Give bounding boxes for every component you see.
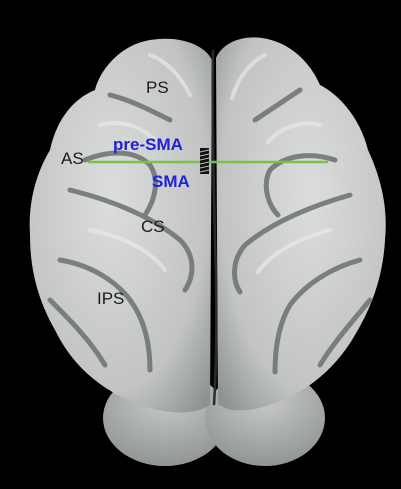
label-pre-sma: pre-SMA [113,136,183,153]
label-ips: IPS [97,290,124,307]
label-ps: PS [146,79,169,96]
midline-fissure [213,50,217,405]
electrode-marker [200,148,209,174]
label-as: AS [61,150,84,167]
label-sma: SMA [152,173,190,190]
label-cs: CS [141,218,165,235]
left-hemisphere [30,39,212,413]
right-hemisphere [216,37,386,410]
